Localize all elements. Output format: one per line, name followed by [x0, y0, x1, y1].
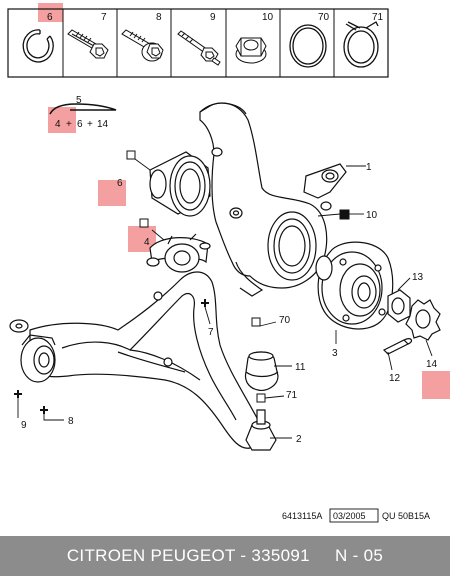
formula-part-4: 4 — [55, 119, 61, 130]
kit-item-9-label: 9 — [210, 12, 216, 23]
callout-71: 71 — [286, 390, 298, 401]
callout-8: 8 — [68, 416, 74, 427]
callout-9: 9 — [21, 420, 27, 431]
formula-brace — [49, 103, 117, 115]
footer-bar: CITROEN PEUGEOT - 335091 N - 05 — [0, 536, 450, 576]
callout-6: 6 — [117, 178, 123, 189]
callout-13: 13 — [412, 272, 424, 283]
circlip-icon — [22, 29, 54, 63]
callout-3: 3 — [332, 348, 338, 359]
ring-clip-icon — [343, 21, 379, 68]
ball-joint — [245, 409, 277, 451]
formula: 5 4 + 6 + 14 — [49, 95, 117, 130]
reference-date-box — [329, 508, 379, 523]
nut-lock-ring — [405, 299, 441, 341]
kit-item-6-label: 6 — [47, 12, 53, 23]
kit-item-8-label: 8 — [156, 12, 162, 23]
callout-70: 70 — [279, 315, 291, 326]
footer-text: CITROEN PEUGEOT - 335091 N - 05 — [66, 546, 384, 565]
hub-nut — [387, 289, 411, 323]
steering-arm — [303, 163, 347, 211]
plus-marker-8 — [40, 406, 48, 414]
bushing-clamp — [146, 233, 211, 273]
arm-bushing — [9, 319, 56, 383]
marker-square-70 — [251, 317, 261, 327]
lower-control-arm — [29, 271, 261, 449]
callout-12: 12 — [389, 373, 401, 384]
marker-square-4 — [139, 218, 149, 228]
reference-date: 03/2005 — [333, 511, 366, 521]
formula-plus-2: + — [87, 119, 93, 130]
leader-lines — [17, 158, 433, 439]
pinch-bolt — [317, 209, 350, 220]
kit-item-70-label: 70 — [318, 12, 330, 23]
callout-1: 1 — [366, 162, 372, 173]
split-pin — [382, 338, 413, 355]
ball-joint-dust-cover — [244, 351, 279, 391]
plus-marker-9 — [14, 390, 22, 398]
kit-item-10-label: 10 — [262, 12, 274, 23]
callout-4: 4 — [144, 237, 150, 248]
callout-7: 7 — [208, 327, 214, 338]
callout-11: 11 — [295, 362, 306, 373]
callout-10: 10 — [366, 210, 378, 221]
wheel-bearing — [149, 151, 211, 217]
highlight-box-14 — [422, 371, 450, 399]
bolt-icon — [67, 29, 109, 59]
marker-square-71 — [256, 393, 266, 403]
stud-bolt-icon — [177, 30, 221, 66]
callout-14: 14 — [426, 359, 438, 370]
o-ring-icon — [289, 24, 327, 68]
reference-block: 6413115A 03/2005 QU 50B15A — [282, 508, 430, 523]
marker-square-6 — [126, 150, 136, 160]
formula-part-14: 14 — [97, 119, 109, 130]
formula-top: 5 — [76, 95, 82, 106]
plus-marker-7 — [201, 299, 209, 307]
kit-panel: 6 7 8 9 10 70 71 — [7, 8, 389, 78]
formula-part-6: 6 — [77, 119, 83, 130]
reference-qu: QU 50B15A — [382, 511, 430, 521]
reference-code: 6413115A — [282, 511, 322, 521]
kit-item-71-label: 71 — [372, 12, 384, 23]
wheel-hub — [315, 241, 394, 330]
flange-nut-icon — [235, 37, 267, 64]
kit-item-7-label: 7 — [101, 12, 107, 23]
highlight-box-6-top — [38, 3, 63, 22]
highlight-box-6 — [98, 180, 126, 206]
bolt-with-washer-icon — [121, 29, 164, 62]
formula-plus-1: + — [66, 119, 72, 130]
steering-knuckle — [199, 102, 328, 297]
callout-2: 2 — [296, 434, 302, 445]
